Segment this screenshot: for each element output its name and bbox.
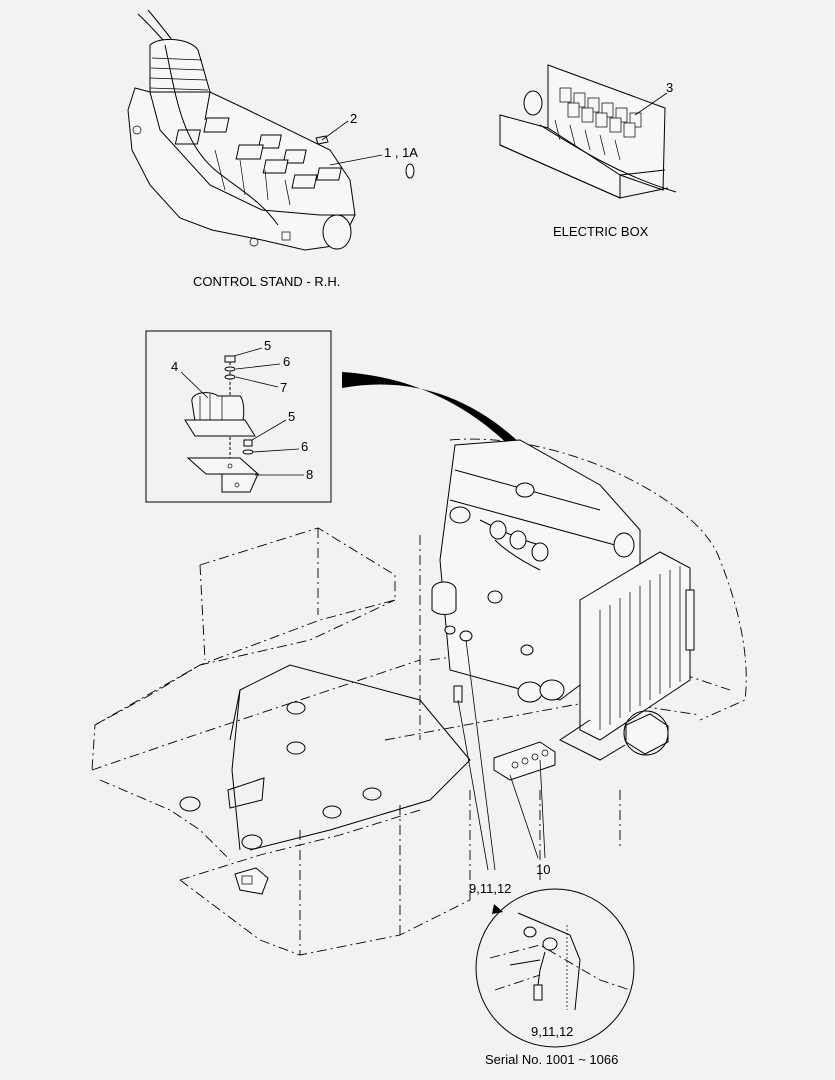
switch-part-icons xyxy=(315,120,415,179)
detail-pointer xyxy=(492,904,503,914)
callout-9-11-12-detail: 9,11,12 xyxy=(531,1024,573,1039)
callout-7: 7 xyxy=(280,380,287,395)
callout-8: 8 xyxy=(306,467,313,482)
detail-circle xyxy=(475,888,635,1048)
callout-4: 4 xyxy=(171,359,178,374)
callout-6-bottom: 6 xyxy=(301,439,308,454)
callout-3: 3 xyxy=(666,80,673,95)
bracket-detail-box xyxy=(145,330,332,503)
callout-2: 2 xyxy=(350,111,357,126)
control-stand-illustration xyxy=(127,9,356,251)
callout-9-11-12-main: 9,11,12 xyxy=(469,881,511,896)
caption-serial-number: Serial No. 1001 ~ 1066 xyxy=(485,1052,618,1067)
caption-electric-box: ELECTRIC BOX xyxy=(553,224,649,239)
callout-5-top: 5 xyxy=(264,338,271,353)
callout-10: 10 xyxy=(536,862,550,877)
callout-1-1a: 1 , 1A xyxy=(384,145,418,160)
callout-5-bottom: 5 xyxy=(288,409,295,424)
caption-control-stand: CONTROL STAND - R.H. xyxy=(193,274,340,289)
callout-6-top: 6 xyxy=(283,354,290,369)
engine-illustration xyxy=(431,439,695,761)
connector-block-illustration xyxy=(444,625,556,871)
electric-box-illustration xyxy=(499,64,677,199)
machine-frame-illustration xyxy=(91,438,747,956)
